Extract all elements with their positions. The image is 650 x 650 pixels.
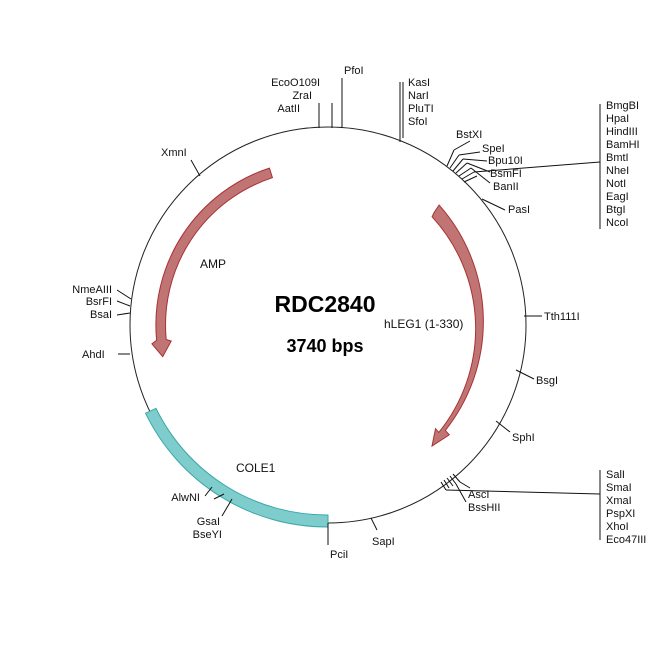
site-label-bsshii: BssHII [468,502,500,514]
site-label-ahdi: AhdI [82,349,105,361]
site-label-bamhi: BamHI [606,139,640,151]
site-label-pasi: PasI [508,204,530,216]
site-label-hindiii: HindIII [606,126,638,138]
plasmid-name: RDC2840 [275,291,376,317]
site-label-bmgbi: BmgBI [606,100,639,112]
feature-label-hleg1: hLEG1 (1-330) [384,317,463,331]
site-label-bsai: BsaI [90,309,112,321]
site-label-gsai: GsaI [197,516,220,528]
site-label-pluti: PluTI [408,103,434,115]
site-label-bsmfi: BsmFI [490,168,522,180]
amp-feature-arrow [151,167,274,358]
site-label-bmti: BmtI [606,152,629,164]
site-label-ncoi: NcoI [606,217,629,229]
site-label-sapi: SapI [372,536,395,548]
site-label-tth111i: Tth111I [544,311,580,323]
site-label-eco47iii: Eco47III [606,534,646,546]
site-label-xhoi: XhoI [606,521,629,533]
site-label-zrai: ZraI [292,90,312,102]
site-label-sphi: SphI [512,432,535,444]
feature-label-cole1: COLE1 [236,461,276,475]
site-label-xmni: XmnI [161,147,187,159]
hleg1-feature-arrow [431,204,484,448]
site-label-nari: NarI [408,90,429,102]
site-label-noti: NotI [606,178,626,190]
site-label-alwni: AlwNI [171,492,200,504]
site-label-pcii: PciI [330,549,348,561]
site-label-xmai: XmaI [606,495,632,507]
site-label-pspxi: PspXI [606,508,635,520]
site-label-aatii: AatII [277,103,300,115]
site-label-nmeaiii: NmeAIII [72,284,112,296]
site-label-bseyi: BseYI [193,529,222,541]
site-leader-lines [116,78,601,545]
site-label-asci: AscI [468,489,489,501]
site-label-spei: SpeI [482,143,505,155]
site-label-btgi: BtgI [606,204,626,216]
site-label-sfoi: SfoI [408,116,428,128]
site-label-ecoo109i: EcoO109I [271,77,320,89]
feature-label-amp: AMP [200,257,226,271]
site-label-kasi: KasI [408,77,430,89]
site-label-nhei: NheI [606,165,629,177]
site-label-banii: BanII [493,181,519,193]
site-label-smai: SmaI [606,482,632,494]
site-label-bpu10i: Bpu10I [488,155,523,167]
site-label-pfoi: PfoI [344,65,364,77]
site-label-bstxi: BstXI [456,129,482,141]
site-label-bsgi: BsgI [536,375,558,387]
site-label-bsrfi: BsrFI [86,296,112,308]
site-label-sali: SalI [606,469,625,481]
plasmid-size: 3740 bps [286,336,363,356]
site-label-eagi: EagI [606,191,629,203]
site-label-hpai: HpaI [606,113,629,125]
